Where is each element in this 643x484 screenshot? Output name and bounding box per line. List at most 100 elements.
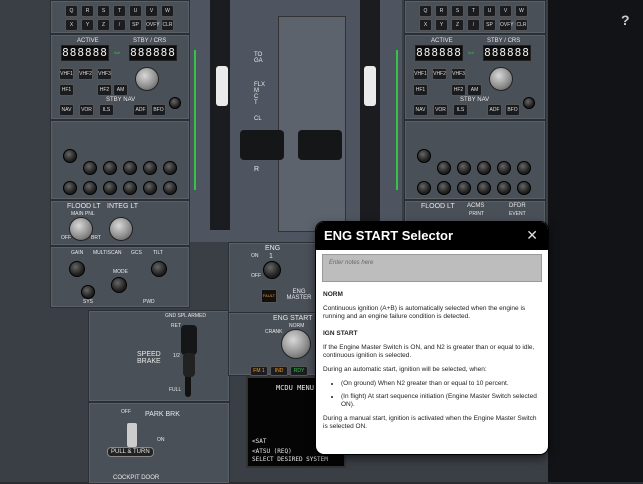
mcdu-atsu[interactable]: <ATSU (REQ) — [252, 448, 292, 455]
transfer-icon[interactable]: ⇔ — [112, 47, 122, 58]
audio-knob-10[interactable] — [123, 181, 137, 195]
reverse-lever-left[interactable] — [240, 130, 284, 160]
eng-start-selector-knob[interactable] — [281, 329, 311, 359]
r-audio-knob-6[interactable] — [517, 161, 531, 175]
r-nav-button[interactable]: NAV — [413, 104, 428, 116]
key-s[interactable]: S — [97, 5, 110, 17]
hf2-button[interactable]: HF2 — [97, 84, 112, 96]
key-r-v[interactable]: V — [499, 5, 512, 17]
key-slash[interactable]: / — [113, 19, 126, 31]
r-frequency-selector-knob[interactable] — [489, 67, 513, 91]
audio-knob-2[interactable] — [83, 161, 97, 175]
r-am-button[interactable]: AM — [467, 84, 482, 96]
r-audio-knob-10[interactable] — [477, 181, 491, 195]
r-audio-knob-7[interactable] — [417, 181, 431, 195]
r-audio-knob-3[interactable] — [457, 161, 471, 175]
audio-knob-6[interactable] — [163, 161, 177, 175]
mode-knob[interactable] — [111, 277, 127, 293]
r-vhf2-button[interactable]: VHF2 — [432, 68, 447, 80]
key-y[interactable]: Y — [81, 19, 94, 31]
vor-button[interactable]: VOR — [79, 104, 94, 116]
key-r-s[interactable]: S — [451, 5, 464, 17]
bfo-button[interactable]: BFO — [151, 104, 166, 116]
key-ovfy[interactable]: OVFY — [145, 19, 160, 31]
thrust-lever-left[interactable] — [216, 66, 228, 106]
reverse-lever-right[interactable] — [298, 130, 342, 160]
r-vor-button[interactable]: VOR — [433, 104, 448, 116]
close-icon[interactable]: ✕ — [526, 227, 538, 243]
key-r-z[interactable]: Z — [451, 19, 464, 31]
r-bfo-button[interactable]: BFO — [505, 104, 520, 116]
r-audio-knob-2[interactable] — [437, 161, 451, 175]
park-brake-handle[interactable] — [127, 423, 137, 447]
key-r-x[interactable]: X — [419, 19, 432, 31]
r-hf2-button[interactable]: HF2 — [451, 84, 466, 96]
r-transfer-icon[interactable]: ⇔ — [466, 47, 476, 58]
r-vhf1-button[interactable]: VHF1 — [413, 68, 428, 80]
key-r-r[interactable]: R — [435, 5, 448, 17]
eng-master-switch[interactable] — [263, 261, 281, 279]
key-r[interactable]: R — [81, 5, 94, 17]
adf-button[interactable]: ADF — [133, 104, 148, 116]
r-hf1-button[interactable]: HF1 — [413, 84, 428, 96]
speed-brake-lever[interactable] — [181, 325, 197, 355]
key-x[interactable]: X — [65, 19, 78, 31]
tilt-knob[interactable] — [151, 261, 167, 277]
key-u[interactable]: U — [129, 5, 142, 17]
thrust-lever-right[interactable] — [364, 66, 376, 106]
key-r-t[interactable]: T — [467, 5, 480, 17]
r-ils-button[interactable]: ILS — [453, 104, 468, 116]
frequency-selector-knob[interactable] — [135, 67, 159, 91]
audio-knob-8[interactable] — [83, 181, 97, 195]
hf1-button[interactable]: HF1 — [59, 84, 74, 96]
r-audio-knob-11[interactable] — [497, 181, 511, 195]
key-sp[interactable]: SP — [129, 19, 142, 31]
radio-power-switch[interactable] — [169, 97, 181, 109]
ils-button[interactable]: ILS — [99, 104, 114, 116]
vhf1-button[interactable]: VHF1 — [59, 68, 74, 80]
flood-lt-knob[interactable] — [69, 217, 93, 241]
r-audio-knob-4[interactable] — [477, 161, 491, 175]
key-v[interactable]: V — [145, 5, 158, 17]
key-q[interactable]: Q — [65, 5, 78, 17]
key-r-w[interactable]: W — [515, 5, 528, 17]
key-r-u[interactable]: U — [483, 5, 496, 17]
ind-button[interactable]: IND — [270, 366, 288, 376]
integ-lt-knob[interactable] — [109, 217, 133, 241]
gain-knob[interactable] — [69, 261, 85, 277]
audio-knob-4[interactable] — [123, 161, 137, 175]
key-w[interactable]: W — [161, 5, 174, 17]
audio-knob-11[interactable] — [143, 181, 157, 195]
audio-knob-12[interactable] — [163, 181, 177, 195]
key-r-sp[interactable]: SP — [483, 19, 496, 31]
mcdu-sat[interactable]: <SAT — [252, 438, 267, 445]
r-audio-knob-1[interactable] — [417, 149, 431, 163]
key-t[interactable]: T — [113, 5, 126, 17]
r-audio-knob-5[interactable] — [497, 161, 511, 175]
r-audio-knob-12[interactable] — [517, 181, 531, 195]
r-radio-power-switch[interactable] — [523, 97, 535, 109]
nav-button[interactable]: NAV — [59, 104, 74, 116]
key-r-y[interactable]: Y — [435, 19, 448, 31]
key-r-ovfy[interactable]: OVFY — [499, 19, 514, 31]
key-r-q[interactable]: Q — [419, 5, 432, 17]
audio-knob-7[interactable] — [63, 181, 77, 195]
audio-knob-1[interactable] — [63, 149, 77, 163]
key-clr[interactable]: CLR — [161, 19, 174, 31]
vhf3-button[interactable]: VHF3 — [97, 68, 112, 80]
speed-brake-handle[interactable] — [183, 353, 195, 377]
r-audio-knob-8[interactable] — [437, 181, 451, 195]
fm1-button[interactable]: FM 1 — [250, 366, 268, 376]
sys-knob[interactable] — [81, 285, 95, 299]
am-button[interactable]: AM — [113, 84, 128, 96]
help-icon[interactable]: ? — [621, 12, 630, 28]
r-adf-button[interactable]: ADF — [487, 104, 502, 116]
audio-knob-3[interactable] — [103, 161, 117, 175]
notes-field[interactable]: Enter notes here — [322, 254, 542, 282]
rdy-button[interactable]: RDY — [290, 366, 308, 376]
key-r-slash[interactable]: / — [467, 19, 480, 31]
key-z[interactable]: Z — [97, 19, 110, 31]
audio-knob-9[interactable] — [103, 181, 117, 195]
audio-knob-5[interactable] — [143, 161, 157, 175]
vhf2-button[interactable]: VHF2 — [78, 68, 93, 80]
